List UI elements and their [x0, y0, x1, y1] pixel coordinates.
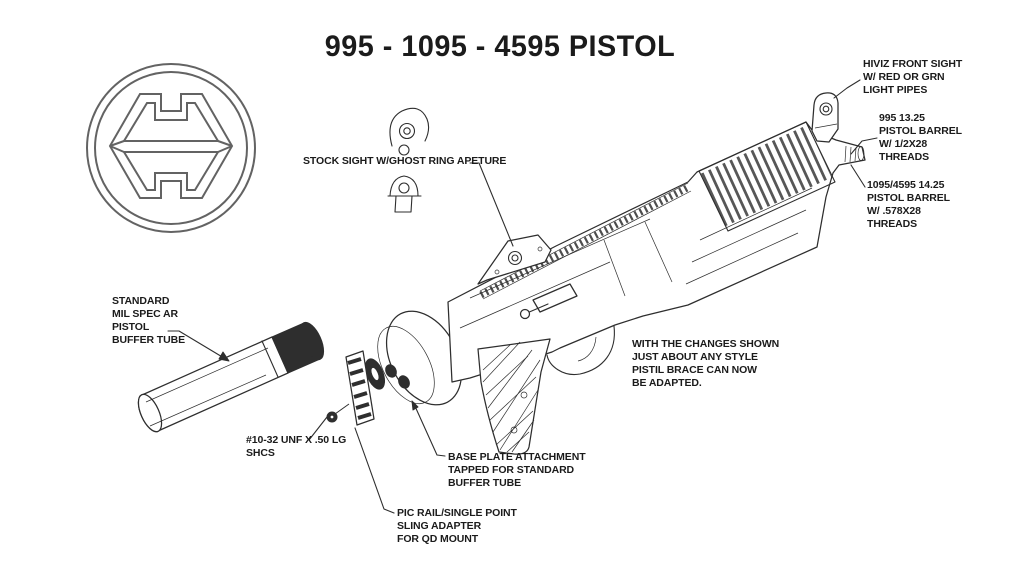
base-plate-illustration: [345, 350, 386, 426]
brand-logo-icon: [86, 63, 256, 233]
label-stock-sight: STOCK SIGHT W/GHOST RING APETURE: [303, 155, 507, 167]
pistol-illustration: [377, 92, 866, 455]
label-base-plate: BASE PLATE ATTACHMENT TAPPED FOR STANDAR…: [448, 451, 586, 489]
screw-illustration: [326, 403, 350, 423]
stock-sight-lower-icon: [387, 175, 422, 213]
label-1095-4595-barrel: 1095/4595 14.25 PISTOL BARREL W/ .578X28…: [867, 179, 950, 230]
label-hiviz-front-sight: HIVIZ FRONT SIGHT W/ RED OR GRN LIGHT PI…: [863, 58, 963, 96]
label-buffer-tube: STANDARD MIL SPEC AR PISTOL BUFFER TUBE: [112, 295, 185, 346]
label-sling-adapter: PIC RAIL/SINGLE POINT SLING ADAPTER FOR …: [397, 507, 517, 545]
leader-lines: [167, 79, 878, 514]
page-title: 995 - 1095 - 4595 PISTOL: [324, 30, 676, 63]
buffer-tube-illustration: [137, 321, 325, 433]
label-995-barrel: 995 13.25 PISTOL BARREL W/ 1/2X28 THREAD…: [879, 112, 962, 163]
label-screw: #10-32 UNF X .50 LG SHCS: [246, 434, 347, 459]
stock-sight-upper-icon: [389, 107, 430, 156]
note-pistol-brace: WITH THE CHANGES SHOWN JUST ABOUT ANY ST…: [632, 338, 780, 389]
